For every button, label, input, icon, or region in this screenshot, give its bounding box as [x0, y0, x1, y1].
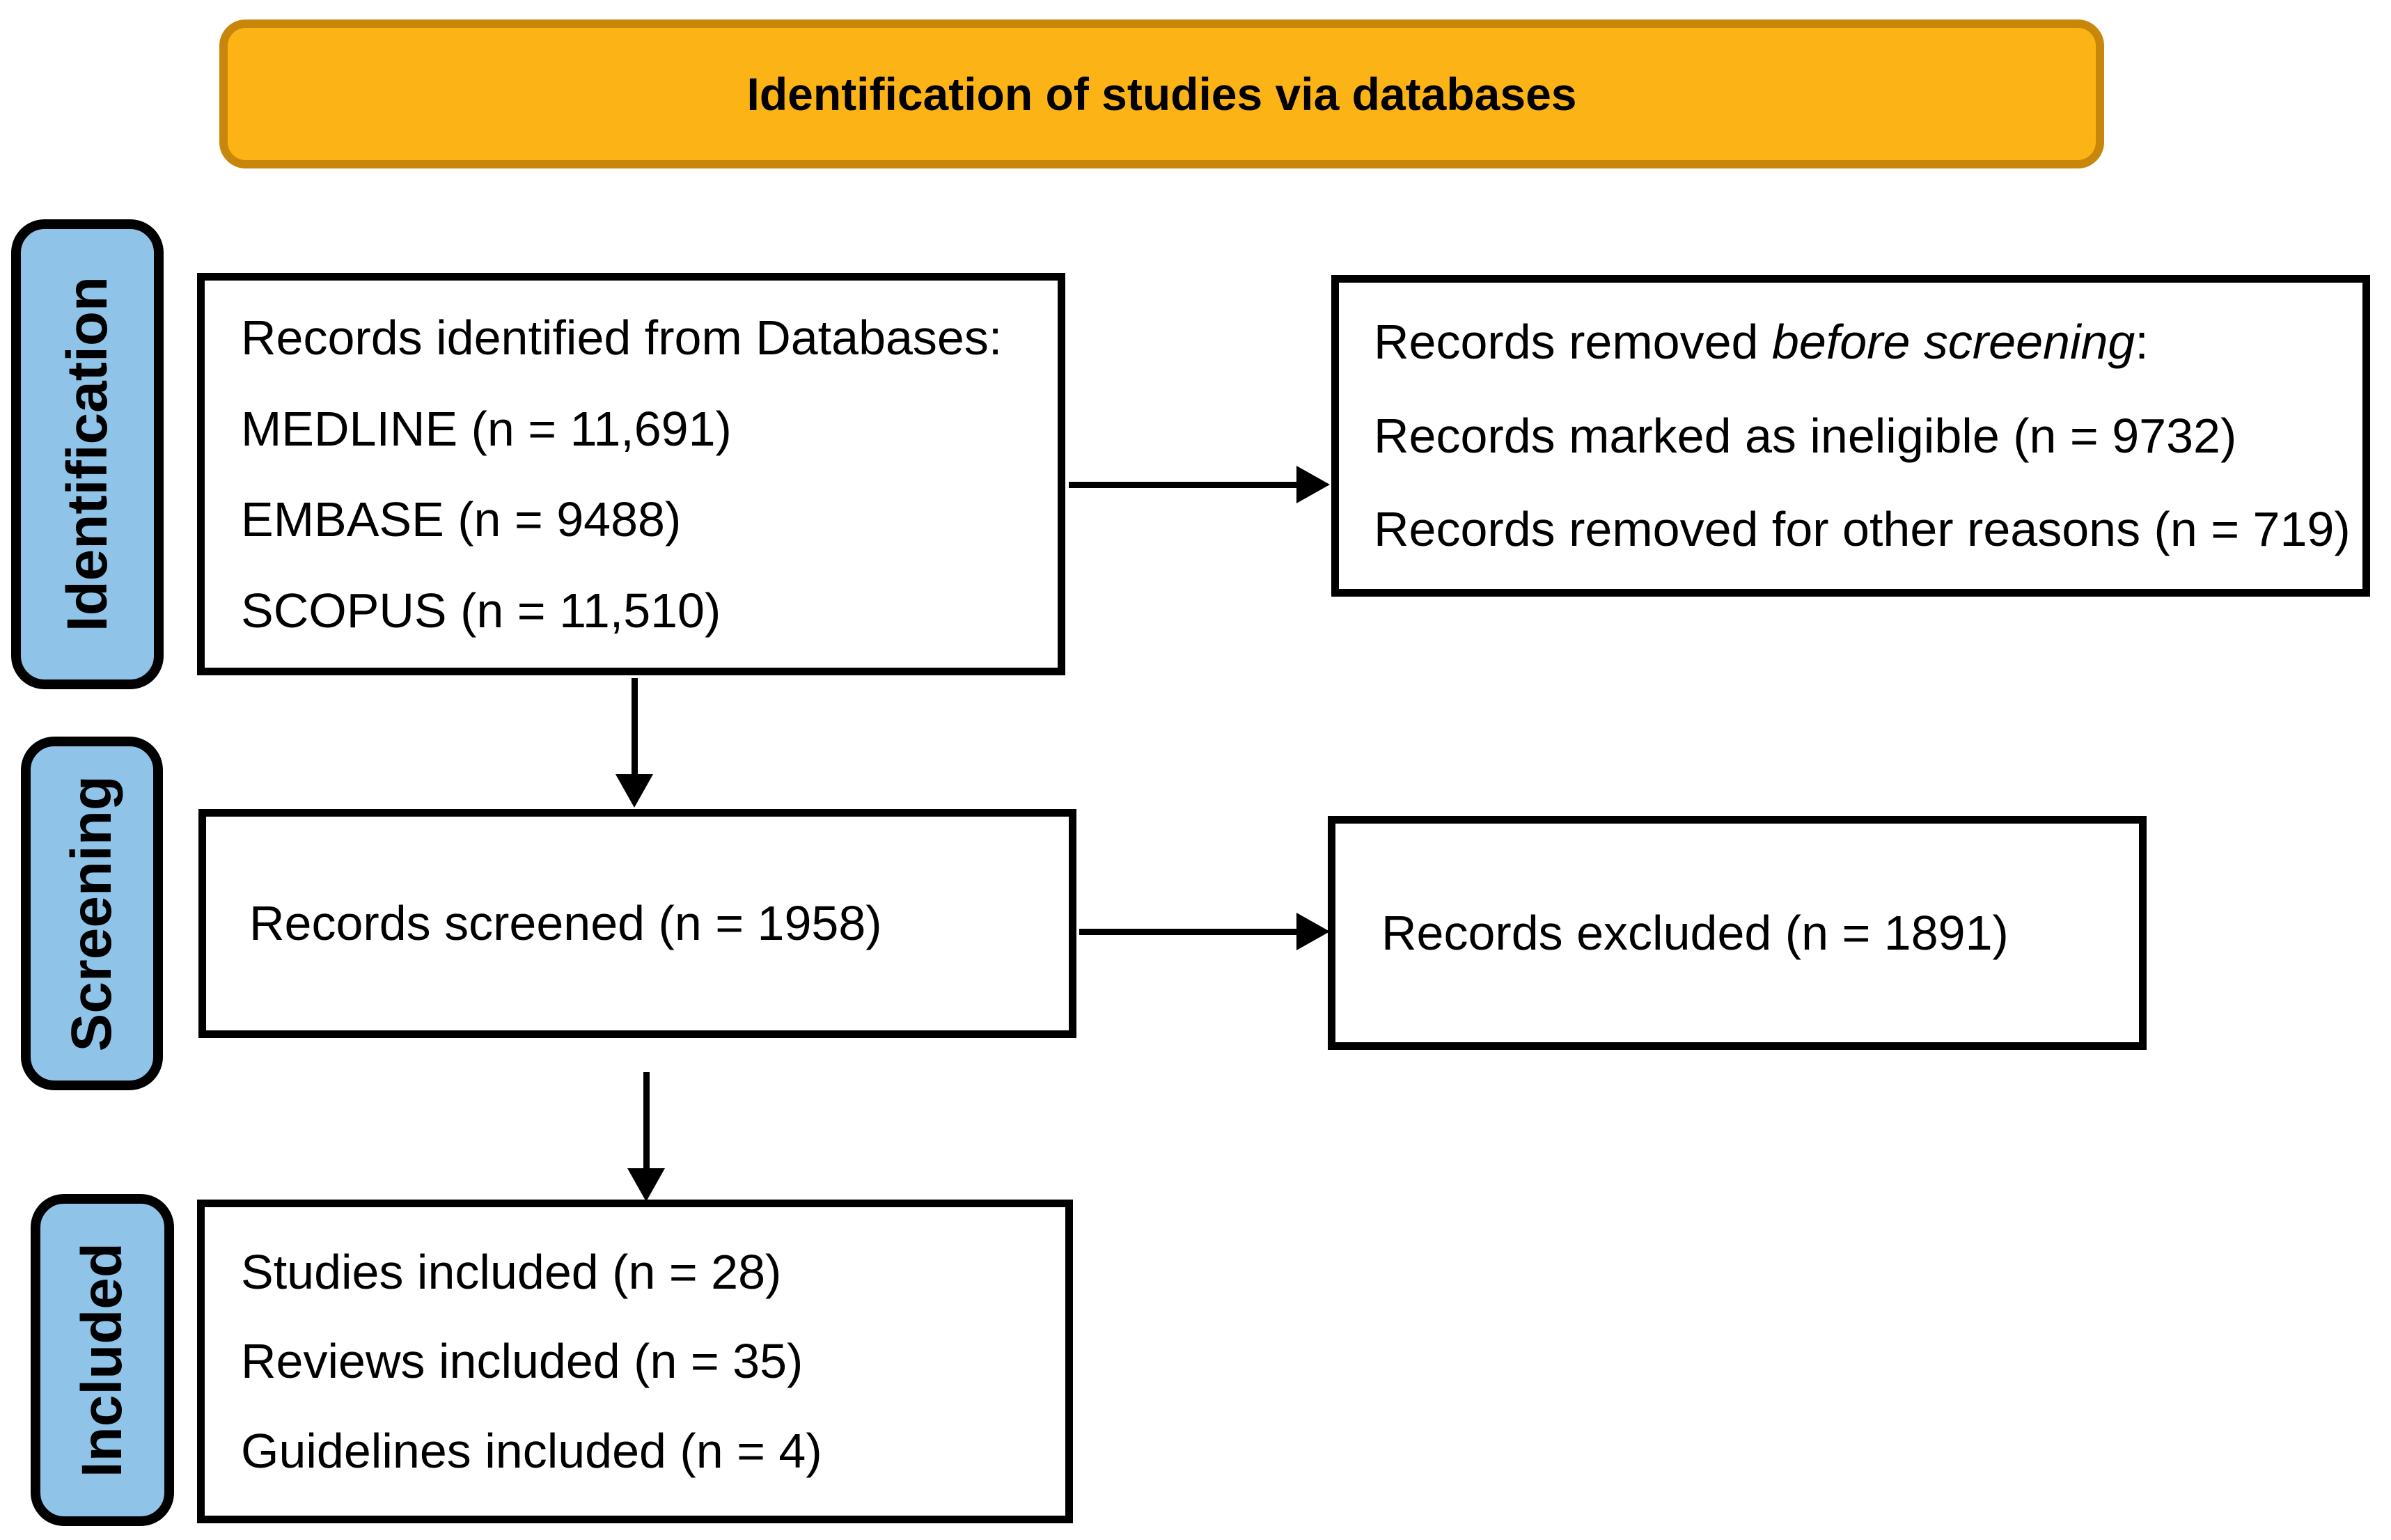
arrow-identified-to-removed-line	[1069, 482, 1299, 488]
stage-identification: Identification	[11, 219, 164, 689]
records-removed-heading: Records removed before screening:	[1374, 314, 2349, 370]
records-screened-text: Records screened (n = 1958)	[249, 896, 882, 951]
records-removed-ineligible: Records marked as ineligible (n = 9732)	[1374, 408, 2237, 463]
stage-identification-label: Identification	[55, 276, 119, 632]
box-records-screened: Records screened (n = 1958)	[198, 809, 1076, 1038]
records-removed-heading-suffix: :	[2135, 315, 2149, 370]
box-records-identified: Records identified from Databases: MEDLI…	[197, 273, 1065, 675]
records-identified-medline: MEDLINE (n = 11,691)	[241, 401, 732, 456]
stage-screening-label: Screening	[60, 775, 123, 1052]
records-identified-heading: Records identified from Databases:	[241, 311, 1003, 365]
banner: Identification of studies via databases	[219, 19, 2104, 168]
records-identified-embase: EMBASE (n = 9488)	[241, 492, 682, 547]
box-records-excluded: Records excluded (n = 1891)	[1328, 816, 2147, 1050]
arrow-identified-to-screened-head-icon	[616, 774, 653, 808]
stage-screening: Screening	[21, 737, 163, 1090]
reviews-included-line: Reviews included (n = 35)	[241, 1334, 803, 1389]
arrow-screened-to-excluded-line	[1079, 929, 1299, 935]
arrow-identified-to-screened-line	[632, 678, 638, 776]
box-records-removed: Records removed before screening: Record…	[1331, 275, 2370, 597]
arrow-screened-to-included-head-icon	[627, 1168, 665, 1202]
records-identified-scopus: SCOPUS (n = 11,510)	[241, 583, 721, 638]
studies-included-line: Studies included (n = 28)	[241, 1244, 782, 1299]
stage-included: Included	[31, 1194, 174, 1526]
arrow-identified-to-removed-head-icon	[1296, 466, 1330, 503]
arrow-screened-to-excluded-head-icon	[1296, 913, 1330, 950]
guidelines-included-line: Guidelines included (n = 4)	[241, 1423, 822, 1478]
records-removed-heading-prefix: Records removed	[1374, 315, 1772, 370]
records-removed-other-reasons: Records removed for other reasons (n = 7…	[1374, 502, 2351, 557]
arrow-screened-to-included-line	[643, 1072, 650, 1171]
box-studies-included: Studies included (n = 28) Reviews includ…	[197, 1200, 1073, 1523]
records-excluded-text: Records excluded (n = 1891)	[1381, 905, 2009, 960]
banner-title: Identification of studies via databases	[746, 68, 1577, 120]
stage-included-label: Included	[70, 1242, 134, 1478]
records-removed-heading-italic: before screening	[1771, 315, 2135, 370]
